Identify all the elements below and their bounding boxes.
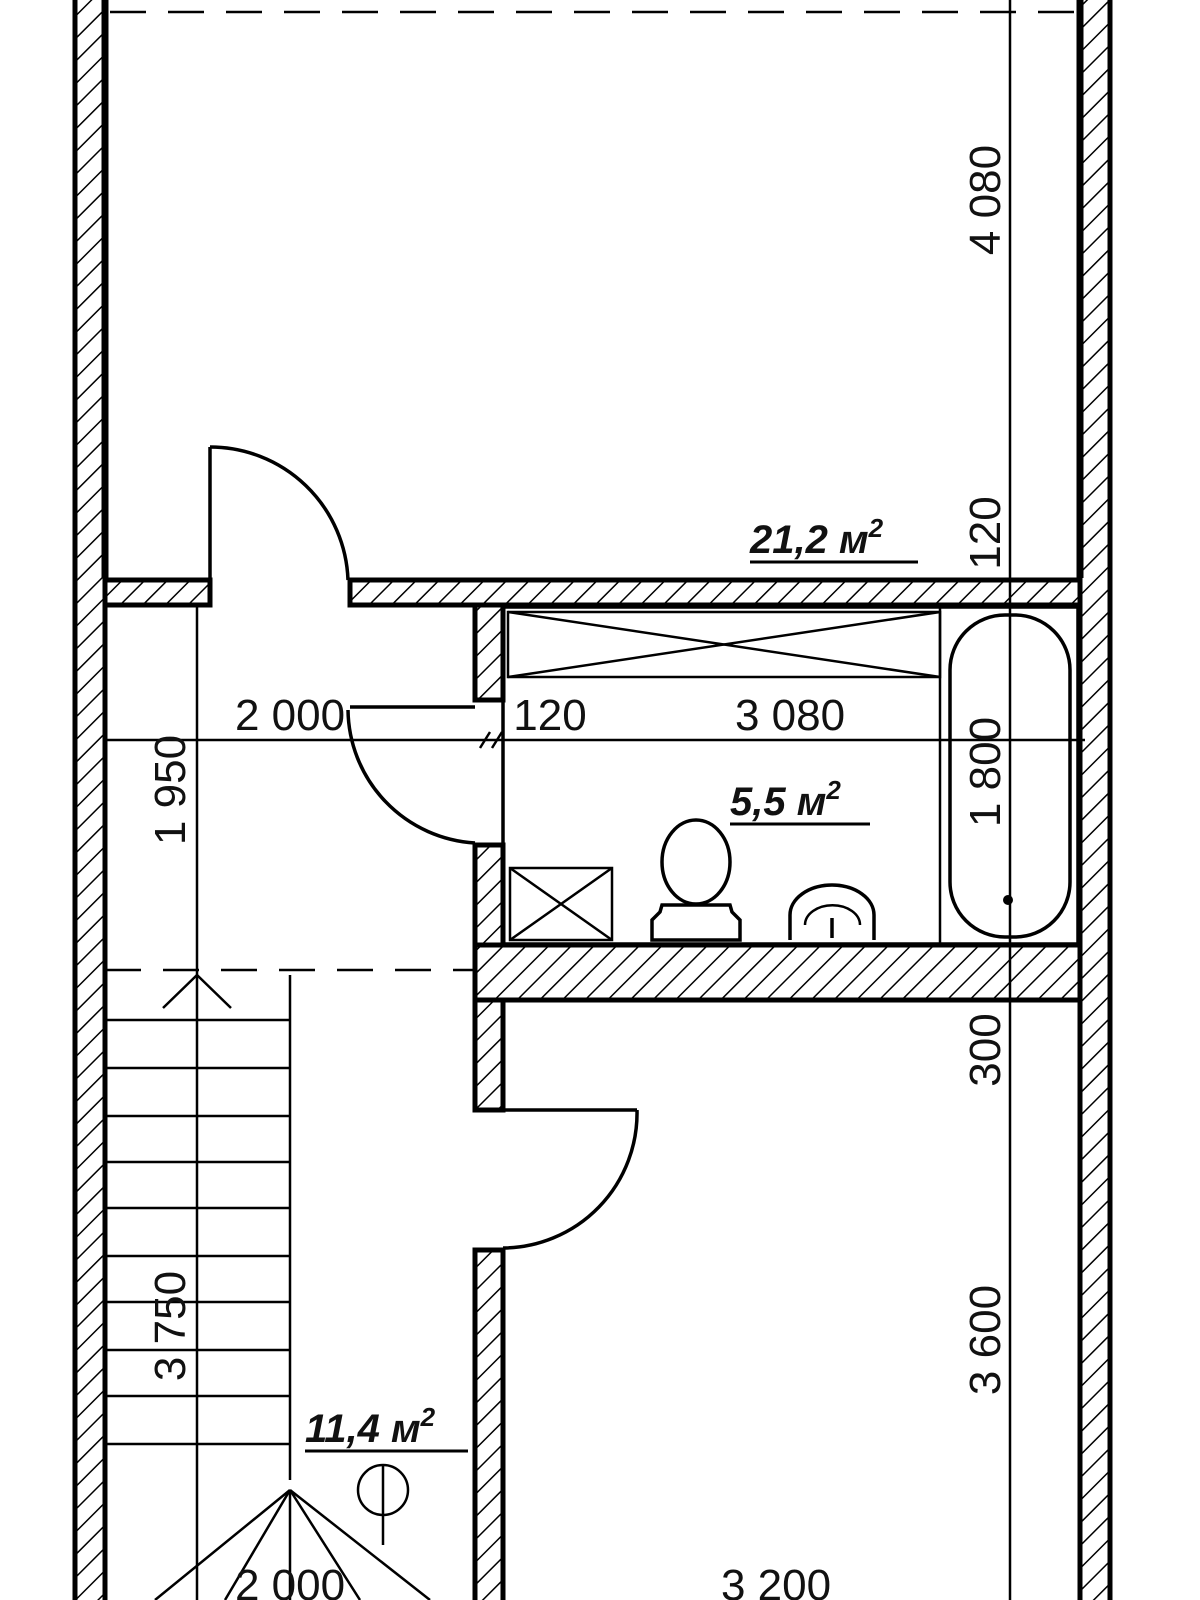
dimension-tick (490, 731, 504, 749)
dimension-tick (478, 731, 492, 749)
cabinet-small-cross (509, 866, 613, 942)
dim-wall-300: 300 (961, 1013, 1010, 1086)
dim-wall-120-right: 120 (961, 496, 1010, 569)
door-swing-lower (502, 1109, 639, 1250)
cabinet-small (508, 866, 614, 942)
toilet (650, 818, 742, 942)
dim-lower-height: 3 600 (961, 1285, 1010, 1395)
area-label-hall: 11,4 м2 (305, 1402, 436, 1451)
dim-wall-120-mid: 120 (513, 691, 586, 740)
bathroom-outline (501, 605, 1080, 946)
staircase (105, 974, 431, 1600)
floor-drain-symbol (356, 1463, 410, 1545)
bath-wall-bottom (472, 942, 1083, 1003)
outer-wall-left (72, 0, 108, 1600)
cabinet-cross (507, 610, 941, 679)
wall-top-left-segment (102, 577, 213, 608)
dim-top-height: 4 080 (961, 145, 1010, 255)
door-swing-top (209, 445, 350, 581)
area-label-top-room: 21,2 м2 (749, 513, 884, 562)
dim-bottom-left-width: 2 000 (235, 1561, 345, 1600)
dim-hall-width: 2 000 (235, 691, 345, 740)
dim-bottom-right-width: 3 200 (721, 1561, 831, 1600)
door-swing-bath (346, 709, 476, 845)
bath-wall-left-lower (472, 842, 506, 948)
lower-room-wall-lower (472, 1247, 506, 1600)
lower-room-wall-upper (472, 997, 506, 1113)
wall-top-right-segment (347, 577, 1083, 608)
bathtub (948, 613, 1072, 939)
dim-hall-depth: 1 950 (146, 735, 195, 845)
sink (788, 883, 876, 940)
dim-bath-depth: 1 800 (961, 717, 1010, 827)
area-label-bathroom: 5,5 м2 (730, 775, 841, 824)
dim-bath-width: 3 080 (735, 691, 845, 740)
dim-stair-length: 3 750 (146, 1271, 195, 1381)
bath-wall-left-upper (472, 602, 506, 703)
outer-wall-right (1077, 0, 1113, 1600)
bathtub-drain (1003, 895, 1013, 905)
